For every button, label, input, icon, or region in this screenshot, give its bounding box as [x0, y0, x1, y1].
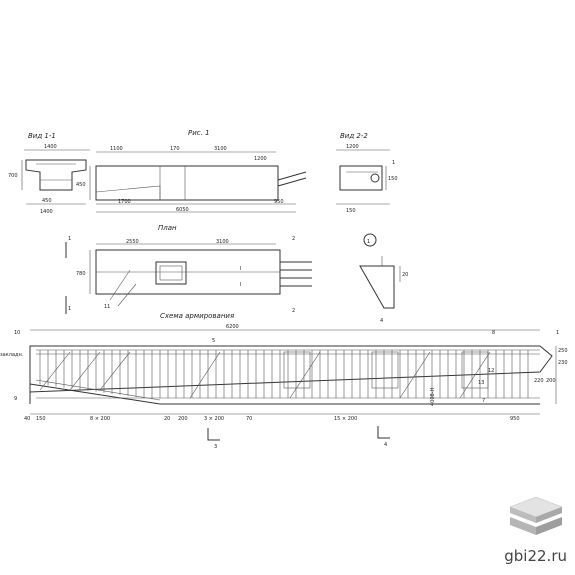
view-1-1-dim-bottom: 1400: [40, 209, 53, 215]
plan-dim-780: 780: [76, 271, 86, 277]
plan-section-2-top: 2: [292, 236, 295, 242]
scheme-dim-150: 150: [36, 416, 46, 422]
scheme-tie-note: 4008-H: [430, 387, 436, 406]
cube-logo-icon: [508, 496, 563, 535]
plan-section-2-bottom: 2: [292, 308, 295, 314]
plan-section-1-bottom: 1: [68, 306, 71, 312]
scheme-mark-1: 1: [556, 330, 559, 336]
watermark: gbi22.ru: [504, 495, 567, 565]
plan-mark-11: 11: [104, 304, 110, 310]
plan-dim-3100: 3100: [216, 239, 229, 245]
elev-dim-3100: 3100: [214, 146, 227, 152]
elev-dim-1100: 1100: [110, 146, 123, 152]
plan-embedded-plate: [155, 261, 187, 285]
plan: План 1 2550 3100 2 I I 780 11 1 2: [65, 224, 312, 314]
elev-dim-6050: 6050: [176, 207, 189, 213]
scheme-dim-8x200: 8 × 200: [90, 416, 110, 422]
elev-dim-950: 950: [274, 199, 284, 205]
elev-dim-height: 450: [76, 182, 86, 188]
elev-dim-1200: 1200: [254, 156, 267, 162]
view-1-1-title: Вид 1-1: [28, 132, 56, 140]
plan-dim-2550: 2550: [126, 239, 139, 245]
view-2-2-dim-h: 150: [388, 176, 398, 182]
scheme-title: Схема армирования: [160, 312, 234, 320]
elevation: Рис. 1 1100 170 3100 1200 450 1700 950 6…: [76, 129, 307, 213]
scheme-section-3: 3: [214, 444, 217, 450]
plan-mark-I-a: I: [240, 266, 241, 272]
scheme-mark-5: 5: [212, 338, 215, 344]
reinforcement-scheme: Схема армирования 6200 10 4 5 8 1 заклад…: [0, 312, 568, 450]
scheme-mark-12: 12: [488, 368, 494, 374]
plan-section-1-top: 1: [68, 236, 71, 242]
scheme-opening-2: [371, 351, 399, 389]
watermark-text: gbi22.ru: [504, 547, 567, 565]
scheme-dim-15x200: 15 × 200: [334, 416, 357, 422]
scheme-dim-70: 70: [246, 416, 252, 422]
scheme-side-note: закладн.: [0, 352, 24, 358]
scheme-dim-220: 220: [534, 378, 544, 384]
scheme-dim-20: 20: [164, 416, 170, 422]
scheme-mark-13: 13: [478, 380, 484, 386]
scheme-mark-10: 10: [14, 330, 20, 336]
scheme-mark-7: 7: [482, 398, 485, 404]
detail-1-dim: 20: [402, 272, 408, 278]
view-2-2-mark-1: 1: [392, 160, 395, 166]
scheme-dim-40: 40: [24, 416, 30, 422]
view-2-2-dim-bottom: 150: [346, 208, 356, 214]
view-1-1: Вид 1-1 1400 700 450 1400: [8, 132, 90, 215]
scheme-dim-200: 200: [178, 416, 188, 422]
view-2-2: Вид 2-2 1200 150 1 150: [336, 132, 398, 214]
scheme-section-4: 4: [384, 442, 387, 448]
elev-dim-1700: 1700: [118, 199, 131, 205]
detail-1: 1 20: [359, 233, 408, 309]
elev-dim-170: 170: [170, 146, 180, 152]
scheme-section-4-top: 4: [380, 318, 383, 324]
scheme-dim-6200: 6200: [226, 324, 239, 330]
view-2-2-dim-120: 1200: [346, 144, 359, 150]
view-1-1-dim-mid: 450: [42, 198, 52, 204]
scheme-mark-9: 9: [14, 396, 17, 402]
plan-title: План: [158, 224, 177, 232]
view-2-2-detail-circle: [370, 173, 380, 183]
scheme-dim-3x200: 3 × 200: [204, 416, 224, 422]
view-1-1-dim-h: 700: [8, 173, 18, 179]
scheme-dim-200: 200: [546, 378, 556, 384]
view-1-1-dim-top: 1400: [44, 144, 57, 150]
detail-1-number: 1: [367, 239, 370, 245]
fig-title: Рис. 1: [188, 129, 210, 137]
scheme-dim-950: 950: [510, 416, 520, 422]
plan-mark-I-b: I: [240, 282, 241, 288]
view-2-2-title: Вид 2-2: [340, 132, 368, 140]
scheme-mark-8: 8: [492, 330, 495, 336]
scheme-opening-3: [461, 351, 489, 389]
scheme-opening-1: [283, 351, 311, 389]
detail-1-marker: [363, 233, 377, 247]
scheme-dim-230: 230: [558, 360, 568, 366]
scheme-dim-250: 250: [558, 348, 568, 354]
